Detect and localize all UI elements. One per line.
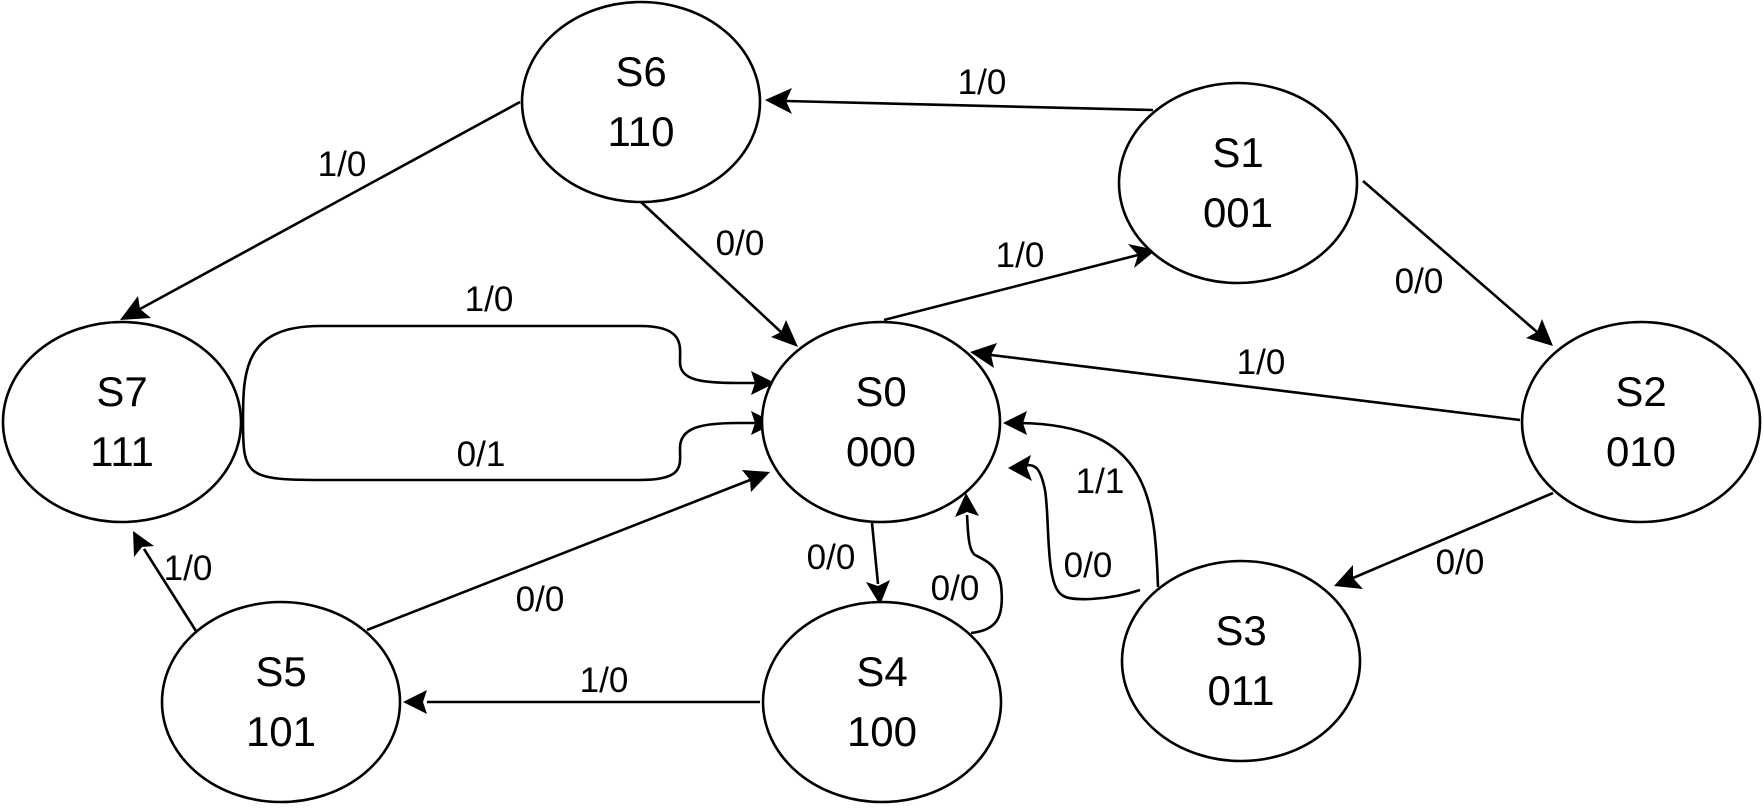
transition-s1-s6: 1/0 [765, 63, 1154, 114]
transition-s1-s2: 0/0 [1362, 180, 1553, 346]
transition-label: 0/0 [716, 224, 765, 263]
transition-label: 0/0 [1395, 262, 1444, 301]
transition-label: 0/0 [807, 538, 856, 577]
transition-label: 0/1 [457, 435, 506, 474]
transition-s0-s1: 1/0 [883, 236, 1156, 322]
transition-label: 0/0 [1436, 543, 1485, 582]
transition-s2-s3: 0/0 [1334, 491, 1554, 589]
state-code: 010 [1606, 428, 1676, 475]
state-name: S7 [96, 368, 147, 415]
transition-label: 1/0 [996, 236, 1045, 275]
transition-s5-s0: 0/0 [366, 470, 770, 632]
state-s3: S3 011 [1120, 559, 1362, 763]
state-name: S0 [855, 368, 906, 415]
transition-s4-s0: 0/0 [931, 493, 1004, 635]
transition-label: 1/0 [465, 280, 514, 319]
transition-s4-s5: 1/0 [403, 661, 760, 714]
state-code: 110 [608, 108, 675, 155]
state-code: 100 [847, 708, 917, 755]
transition-label: 0/0 [516, 580, 565, 619]
state-code: 101 [246, 708, 316, 755]
transition-s7-s0-bottom: 0/1 [241, 411, 775, 482]
state-code: 001 [1203, 189, 1273, 236]
state-s1: S1 001 [1117, 81, 1359, 285]
state-code: 111 [90, 428, 154, 475]
state-name: S3 [1215, 607, 1266, 654]
state-code: 000 [846, 428, 916, 475]
state-name: S2 [1615, 368, 1666, 415]
state-s6: S6 110 [520, 0, 762, 204]
state-s5: S5 101 [160, 600, 402, 804]
transition-s3-s0-b: 0/0 [1008, 455, 1141, 601]
transitions: 1/0 1/0 0/0 1/0 0/0 1/0 [120, 63, 1554, 714]
transition-s5-s7: 1/0 [133, 531, 213, 632]
transition-s7-s0-top: 1/0 [241, 280, 775, 421]
transition-label: 1/0 [1237, 343, 1286, 382]
transition-label: 1/0 [580, 661, 629, 700]
state-s0: S0 000 [760, 320, 1002, 524]
transition-s6-s7: 1/0 [120, 100, 521, 320]
state-name: S6 [615, 48, 666, 95]
transition-s2-s0: 1/0 [970, 343, 1521, 422]
state-name: S4 [856, 648, 907, 695]
transition-label: 1/1 [1076, 462, 1125, 501]
state-s2: S2 010 [1520, 320, 1762, 524]
transition-label: 0/0 [931, 569, 980, 608]
transition-label: 1/0 [958, 63, 1007, 102]
transition-s0-s4: 0/0 [807, 522, 890, 605]
state-name: S5 [255, 648, 306, 695]
state-s7: S7 111 [1, 320, 243, 524]
transition-s3-s0-a: 1/1 [1003, 411, 1160, 588]
transition-label: 1/0 [318, 145, 367, 184]
state-name: S1 [1212, 129, 1263, 176]
transition-s6-s0: 0/0 [640, 201, 798, 347]
state-code: 011 [1208, 667, 1275, 714]
state-s4: S4 100 [761, 600, 1003, 804]
transition-label: 1/0 [164, 549, 213, 588]
transition-label: 0/0 [1064, 546, 1113, 585]
